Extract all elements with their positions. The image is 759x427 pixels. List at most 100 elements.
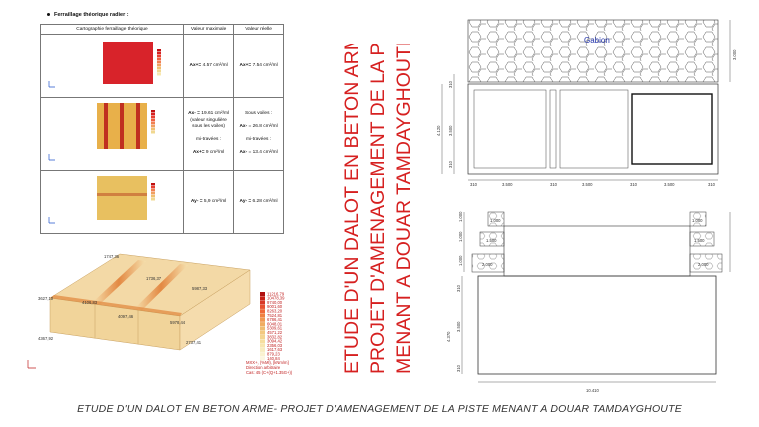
map-slab [103, 42, 153, 84]
legend-swatch [260, 339, 265, 344]
gabion-box [487, 211, 505, 227]
dimension-label: 2.000 [482, 262, 493, 267]
legend-swatch [260, 317, 265, 322]
legend-value: 9001,60 [267, 304, 283, 309]
legend-swatch [260, 322, 265, 327]
dimension-label: 3.500 [664, 182, 675, 187]
legend-value: 6786,41 [267, 317, 283, 322]
hot-band [134, 264, 188, 310]
max-values: Ay- = 5,9 cm²/ml [184, 199, 233, 206]
legend-swatch [260, 330, 265, 335]
gabion-box [689, 211, 707, 227]
footer-caption: ETUDE D'UN DALOT EN BETON ARME- PROJET D… [77, 403, 682, 415]
model-label: 3627,10 [38, 296, 54, 301]
map-legend [157, 49, 161, 76]
wall-band [104, 103, 108, 149]
table-row: Ax+= 4.57 cm²/ml Ax+= 7.54 cm²/ml [40, 34, 284, 98]
side-face [179, 269, 251, 351]
legend-swatch [260, 326, 265, 331]
legend-caption: MXX+, (%Ml), [kNm/m] [246, 360, 289, 365]
model-label: 5987,33 [192, 286, 208, 291]
map-legend [151, 110, 155, 134]
bullet-icon [47, 13, 50, 17]
dimension-label: 310 [456, 284, 461, 292]
legend-value: 1617,63 [267, 347, 283, 352]
axis-icon [27, 360, 36, 369]
max-value-cell: Ax+= 4.57 cm²/ml [182, 34, 235, 98]
dalot-body [467, 83, 719, 175]
real-values: Ay- = 6.28 cm²/ml [234, 199, 283, 206]
dimension-label: 1.500 [694, 238, 705, 243]
model-label: 1747,36 [104, 254, 120, 259]
dimension-label: 310 [550, 182, 558, 187]
real-value-cell: Ax+= 7.54 cm²/ml [233, 34, 284, 98]
legend-swatch [260, 296, 265, 301]
legend-swatch [260, 313, 265, 318]
map-legend [151, 183, 155, 201]
model-label: 4367,92 [38, 336, 54, 341]
reinforcement-map-3 [48, 176, 155, 224]
dalot-elevation-drawing: 1.0001.5002.0001.0001.5002.0001.0001.000… [446, 211, 731, 393]
reinforcement-table: Cartographie ferraillage théorique Valeu… [40, 24, 284, 234]
table-header-row: Cartographie ferraillage théorique Valeu… [40, 24, 284, 35]
legend-caption: Cas: 45 (C+(Q+1.35G+)) [246, 370, 293, 375]
legend-value: 6048,01 [267, 321, 283, 326]
deck [503, 225, 691, 277]
model-label: 5978,44 [170, 320, 186, 325]
axis-icon [48, 154, 55, 161]
col-header-map: Cartographie ferraillage théorique [40, 24, 184, 35]
legend-swatch [260, 300, 265, 305]
axis-icon [48, 81, 55, 88]
value-line: Sous voiles : [244, 111, 273, 117]
legend-swatch [260, 304, 265, 309]
value-line: Ax- = 13.4 cm²/ml [239, 150, 278, 156]
legend-swatch [260, 309, 265, 314]
dimension-label: 3.500 [502, 182, 513, 187]
legend-value: 2356,03 [267, 343, 283, 348]
dimension-label: 310 [630, 182, 638, 187]
legend-value: 9740,00 [267, 300, 283, 305]
legend-value: 879,23 [267, 352, 280, 357]
value-line: Ay- = 6.28 cm²/ml [239, 198, 278, 204]
map-slab [97, 176, 147, 220]
dimension-label: 10.410 [586, 388, 599, 393]
section-heading: Ferraillage théorique radier : [47, 12, 129, 18]
legend-value: 3094,42 [267, 339, 283, 344]
legend-swatch [260, 356, 265, 361]
col-header-real: Valeur réelle [233, 24, 284, 35]
vertical-title-line: ETUDE D'UN DALOT EN BETON ARME- [341, 44, 363, 374]
axis-icon [48, 217, 55, 224]
value-line: mi-travées : [196, 137, 222, 143]
dimension-label: 1.000 [458, 255, 463, 266]
value-line: sous les voiles) [192, 124, 225, 130]
legend-swatch [260, 352, 265, 357]
wall [549, 89, 557, 169]
gabion-label: Gabion [584, 36, 610, 45]
reinforcement-map-1 [48, 42, 161, 88]
dimension-label: 3.500 [456, 321, 461, 332]
legend-caption: Direction arbitraire [246, 365, 281, 370]
legend-value: 10478,39 [267, 296, 285, 301]
legend-value: 11216,79 [267, 291, 285, 296]
legend-value: 8263,20 [267, 309, 283, 314]
wall-band [136, 103, 140, 149]
value-line: Ax+= 7.54 cm²/ml [239, 62, 278, 68]
map-cell [40, 97, 184, 171]
dimension-label: 3.500 [582, 182, 593, 187]
cell-middle [559, 89, 629, 169]
dimension-label: 1.000 [458, 211, 463, 222]
dalot-body [477, 275, 717, 375]
cell-right [631, 93, 713, 165]
map-cell [40, 34, 184, 98]
model-label: 2737,41 [186, 340, 202, 345]
legend-value: 3832,82 [267, 334, 283, 339]
dimension-label: 310 [448, 160, 453, 168]
legend-swatch [260, 343, 265, 348]
legend-swatch [260, 347, 265, 352]
real-values: Sous voiles : Ax- = 26.8 cm²/ml mi-travé… [234, 111, 283, 157]
wall-band [97, 193, 147, 196]
value-line: Ax- = 19.61 cm²/ml [188, 111, 230, 117]
